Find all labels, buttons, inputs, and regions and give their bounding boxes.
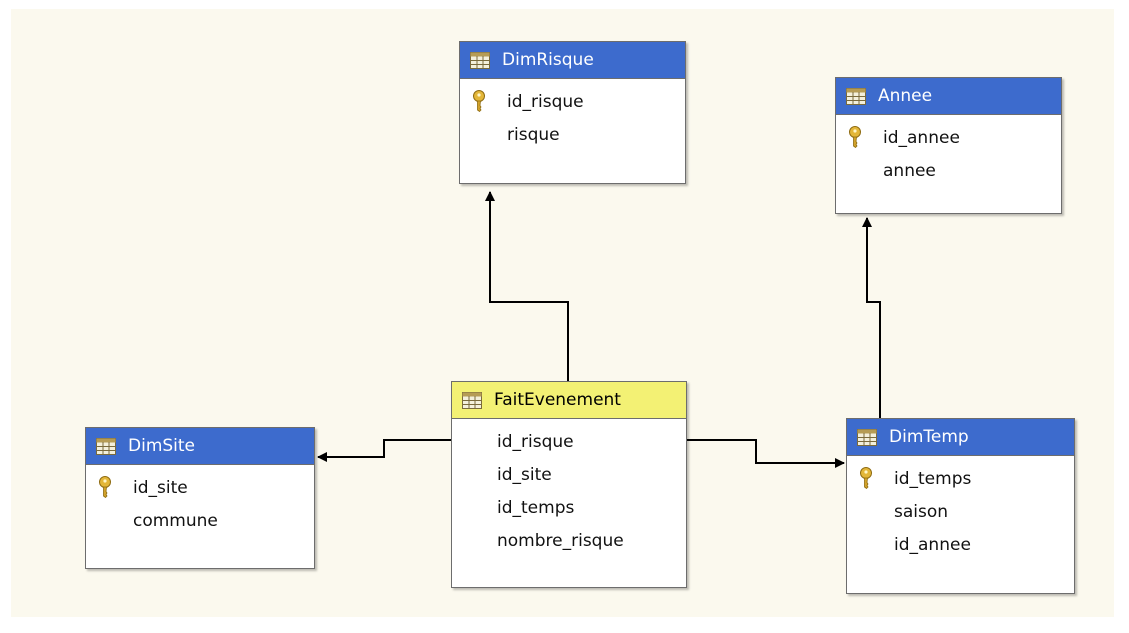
table-annee-header[interactable]: Annee <box>836 78 1061 115</box>
column-row[interactable]: id_annee <box>847 528 1074 561</box>
column-name: risque <box>507 124 560 145</box>
table-dimsite-title: DimSite <box>128 436 196 456</box>
table-dimrisque-title: DimRisque <box>502 50 594 70</box>
table-dimtemp-header[interactable]: DimTemp <box>847 419 1074 456</box>
column-name: id_annee <box>883 127 960 148</box>
column-name: id_risque <box>507 91 584 112</box>
table-grid-icon <box>96 437 116 455</box>
table-dimtemp[interactable]: DimTemp id_temps saison id_annee <box>846 418 1075 594</box>
column-row[interactable]: commune <box>86 504 314 537</box>
table-dimrisque[interactable]: DimRisque id_risque risque <box>459 41 686 184</box>
column-row[interactable]: annee <box>836 154 1061 187</box>
column-name: id_temps <box>894 468 972 489</box>
key-icon <box>98 476 112 499</box>
column-name: nombre_risque <box>497 530 624 551</box>
table-grid-icon <box>857 428 877 446</box>
column-row[interactable]: id_site <box>452 458 686 491</box>
table-dimtemp-title: DimTemp <box>889 427 969 447</box>
column-row[interactable]: id_annee <box>836 121 1061 154</box>
column-name: id_temps <box>497 497 575 518</box>
key-icon <box>848 126 862 149</box>
column-row[interactable]: id_temps <box>452 491 686 524</box>
column-row[interactable]: saison <box>847 495 1074 528</box>
table-dimsite[interactable]: DimSite id_site commune <box>85 427 315 569</box>
table-dimrisque-header[interactable]: DimRisque <box>460 42 685 79</box>
column-name: commune <box>133 510 218 531</box>
table-faitevenement[interactable]: FaitEvenement id_risque id_site id_temps… <box>451 381 687 588</box>
table-faitevenement-header[interactable]: FaitEvenement <box>452 382 686 419</box>
key-icon <box>472 90 486 113</box>
column-row[interactable]: nombre_risque <box>452 524 686 557</box>
column-name: id_risque <box>497 431 574 452</box>
column-name: saison <box>894 501 949 522</box>
column-name: id_site <box>497 464 552 485</box>
table-grid-icon <box>470 51 490 69</box>
key-icon <box>859 467 873 490</box>
column-name: id_annee <box>894 534 971 555</box>
table-dimsite-header[interactable]: DimSite <box>86 428 314 465</box>
column-row[interactable]: id_risque <box>452 425 686 458</box>
column-name: id_site <box>133 477 188 498</box>
table-grid-icon <box>846 87 866 105</box>
table-faitevenement-title: FaitEvenement <box>494 390 621 410</box>
column-row[interactable]: id_risque <box>460 85 685 118</box>
table-annee[interactable]: Annee id_annee annee <box>835 77 1062 214</box>
table-annee-title: Annee <box>878 86 933 106</box>
column-row[interactable]: id_temps <box>847 462 1074 495</box>
column-row[interactable]: risque <box>460 118 685 151</box>
column-name: annee <box>883 160 936 181</box>
column-row[interactable]: id_site <box>86 471 314 504</box>
table-grid-icon <box>462 391 482 409</box>
